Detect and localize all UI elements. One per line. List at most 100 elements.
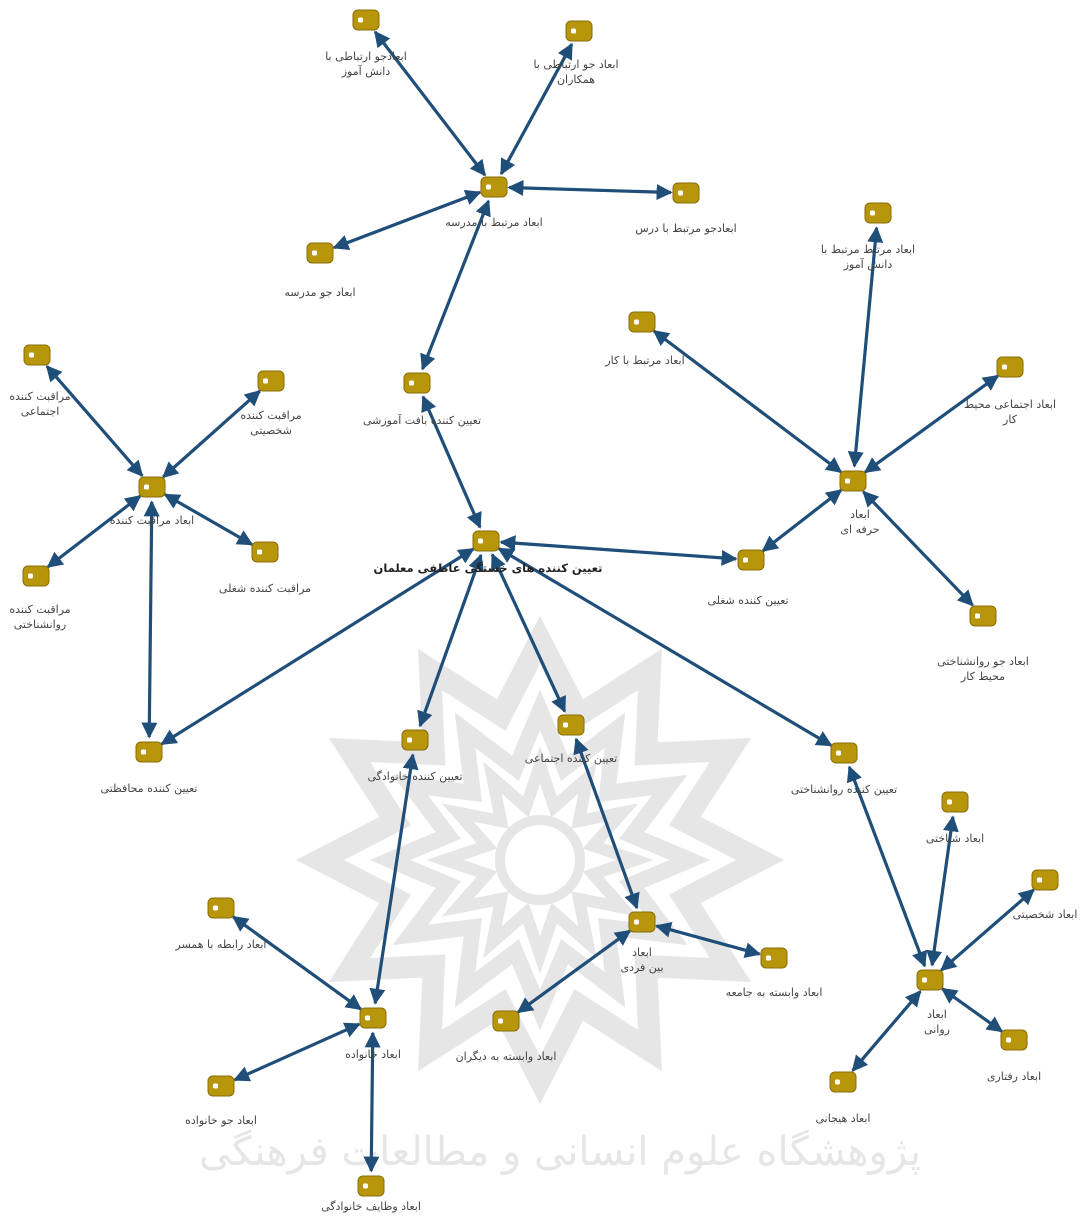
node-icon[interactable] bbox=[352, 9, 380, 31]
node-dot-icon bbox=[29, 352, 34, 358]
node-icon[interactable] bbox=[628, 911, 656, 933]
node-icon[interactable] bbox=[941, 791, 969, 813]
node-society_dep[interactable]: ابعاد وابسته به جامعه bbox=[726, 947, 823, 999]
node-icon[interactable] bbox=[251, 541, 279, 563]
node-icon[interactable] bbox=[472, 530, 500, 552]
node-icon[interactable] bbox=[359, 1007, 387, 1029]
node-label: ابعاد وابسته به دیگران bbox=[456, 1050, 557, 1063]
node-label: ابعاد bbox=[927, 1008, 947, 1021]
node-care_job[interactable]: مراقبت کننده شغلی bbox=[219, 541, 311, 595]
node-dot-icon bbox=[947, 799, 952, 805]
node-icon[interactable] bbox=[207, 897, 235, 919]
node-icon[interactable] bbox=[257, 370, 285, 392]
edge-psych_det-psychic bbox=[846, 765, 928, 968]
node-dot-icon bbox=[407, 737, 412, 743]
node-icon[interactable] bbox=[737, 549, 765, 571]
node-cognitive[interactable]: ابعاد شناختی bbox=[926, 791, 984, 845]
node-icon[interactable] bbox=[306, 242, 334, 264]
node-label: کار bbox=[1002, 413, 1018, 426]
node-label: اجتماعی bbox=[21, 405, 60, 418]
node-icon[interactable] bbox=[480, 176, 508, 198]
node-label: ابعادجو مرتبط با درس bbox=[635, 222, 736, 235]
node-label: ابعاد اجتماعی محیط bbox=[964, 398, 1056, 411]
node-school[interactable]: ابعاد مرتبط با مدرسه bbox=[445, 176, 543, 229]
node-family_duties[interactable]: ابعاد وظایف خانوادگی bbox=[321, 1175, 421, 1213]
node-social_det[interactable]: تعیین کننده اجتماعی bbox=[525, 714, 617, 765]
node-icon[interactable] bbox=[403, 372, 431, 394]
node-family_climate[interactable]: ابعاد جو خانواده bbox=[185, 1075, 257, 1127]
node-label: دانش آموز bbox=[843, 257, 893, 271]
node-emotional[interactable]: ابعاد هیجانی bbox=[816, 1071, 871, 1125]
node-label: ابعاد جو ارتباطی با bbox=[533, 58, 618, 71]
node-protective[interactable]: تعیین کننده محافظتی bbox=[101, 741, 198, 795]
node-edu_ctx[interactable]: تعیین کننده بافت آموزشی bbox=[363, 372, 481, 427]
node-icon[interactable] bbox=[996, 356, 1024, 378]
node-icon[interactable] bbox=[135, 741, 163, 763]
edge-care-care_job bbox=[163, 493, 254, 546]
node-icon[interactable] bbox=[760, 947, 788, 969]
node-icon[interactable] bbox=[839, 470, 867, 492]
node-label: ابعاد مرتبط با کار bbox=[604, 354, 684, 367]
node-icon[interactable] bbox=[628, 311, 656, 333]
node-family_det[interactable]: تعیین کننده خانوادگی bbox=[367, 729, 463, 783]
node-job_det[interactable]: تعیین کننده شغلی bbox=[707, 549, 789, 607]
node-label: ابعاد جو مدرسه bbox=[284, 286, 355, 299]
node-icon[interactable] bbox=[864, 202, 892, 224]
node-label: ابعاد هیجانی bbox=[816, 1112, 871, 1125]
node-dot-icon bbox=[358, 17, 363, 23]
node-school_climate[interactable]: ابعاد جو مدرسه bbox=[284, 242, 356, 299]
edge-psychic-behavioral bbox=[940, 987, 1004, 1033]
node-dot-icon bbox=[363, 1183, 368, 1189]
node-root[interactable]: تعیین کننده های خستگی عاطفی معلمان bbox=[374, 530, 603, 575]
node-label: ابعاد مرتبط مرتبط با bbox=[821, 243, 915, 256]
edges-layer bbox=[45, 30, 1035, 1173]
node-work_related[interactable]: ابعاد مرتبط با کار bbox=[604, 311, 685, 367]
node-family[interactable]: ابعاد خانواده bbox=[345, 1007, 401, 1061]
node-icon[interactable] bbox=[357, 1175, 385, 1197]
node-dot-icon bbox=[766, 955, 771, 961]
node-icon[interactable] bbox=[830, 742, 858, 764]
node-icon[interactable] bbox=[23, 344, 51, 366]
node-dot-icon bbox=[409, 380, 414, 386]
node-label: ابعاد رابطه با همسر bbox=[175, 938, 267, 951]
node-icon[interactable] bbox=[207, 1075, 235, 1097]
node-dot-icon bbox=[28, 573, 33, 579]
node-icon[interactable] bbox=[401, 729, 429, 751]
edge-professional-student_related bbox=[847, 226, 884, 468]
node-behavioral[interactable]: ابعاد رفتاری bbox=[987, 1029, 1041, 1083]
node-icon[interactable] bbox=[22, 565, 50, 587]
node-label: ابعاد جو روانشناختی bbox=[937, 655, 1029, 668]
node-personality[interactable]: ابعاد شخصیتی bbox=[1013, 869, 1078, 921]
node-icon[interactable] bbox=[969, 605, 997, 627]
node-icon[interactable] bbox=[565, 20, 593, 42]
node-icon[interactable] bbox=[672, 182, 700, 204]
node-care[interactable]: ابعاد مراقبت کننده bbox=[110, 476, 194, 527]
node-icon[interactable] bbox=[829, 1071, 857, 1093]
node-dot-icon bbox=[478, 538, 483, 544]
edge-school-lesson bbox=[507, 179, 673, 201]
node-social_work[interactable]: ابعاد اجتماعی محیط کار bbox=[964, 356, 1056, 426]
node-icon[interactable] bbox=[1000, 1029, 1028, 1051]
node-icon[interactable] bbox=[1031, 869, 1059, 891]
node-icon[interactable] bbox=[916, 969, 944, 991]
node-psych_det[interactable]: تعیین کننده روانشناختی bbox=[791, 742, 897, 796]
node-dot-icon bbox=[563, 722, 568, 728]
node-icon[interactable] bbox=[138, 476, 166, 498]
node-icon[interactable] bbox=[492, 1010, 520, 1032]
node-lesson[interactable]: ابعادجو مرتبط با درس bbox=[635, 182, 737, 235]
node-icon[interactable] bbox=[557, 714, 585, 736]
node-others_dep[interactable]: ابعاد وابسته به دیگران bbox=[456, 1010, 557, 1063]
node-dot-icon bbox=[922, 977, 927, 983]
node-spouse[interactable]: ابعاد رابطه با همسر bbox=[175, 897, 267, 951]
node-label: تعیین کننده بافت آموزشی bbox=[363, 413, 481, 427]
